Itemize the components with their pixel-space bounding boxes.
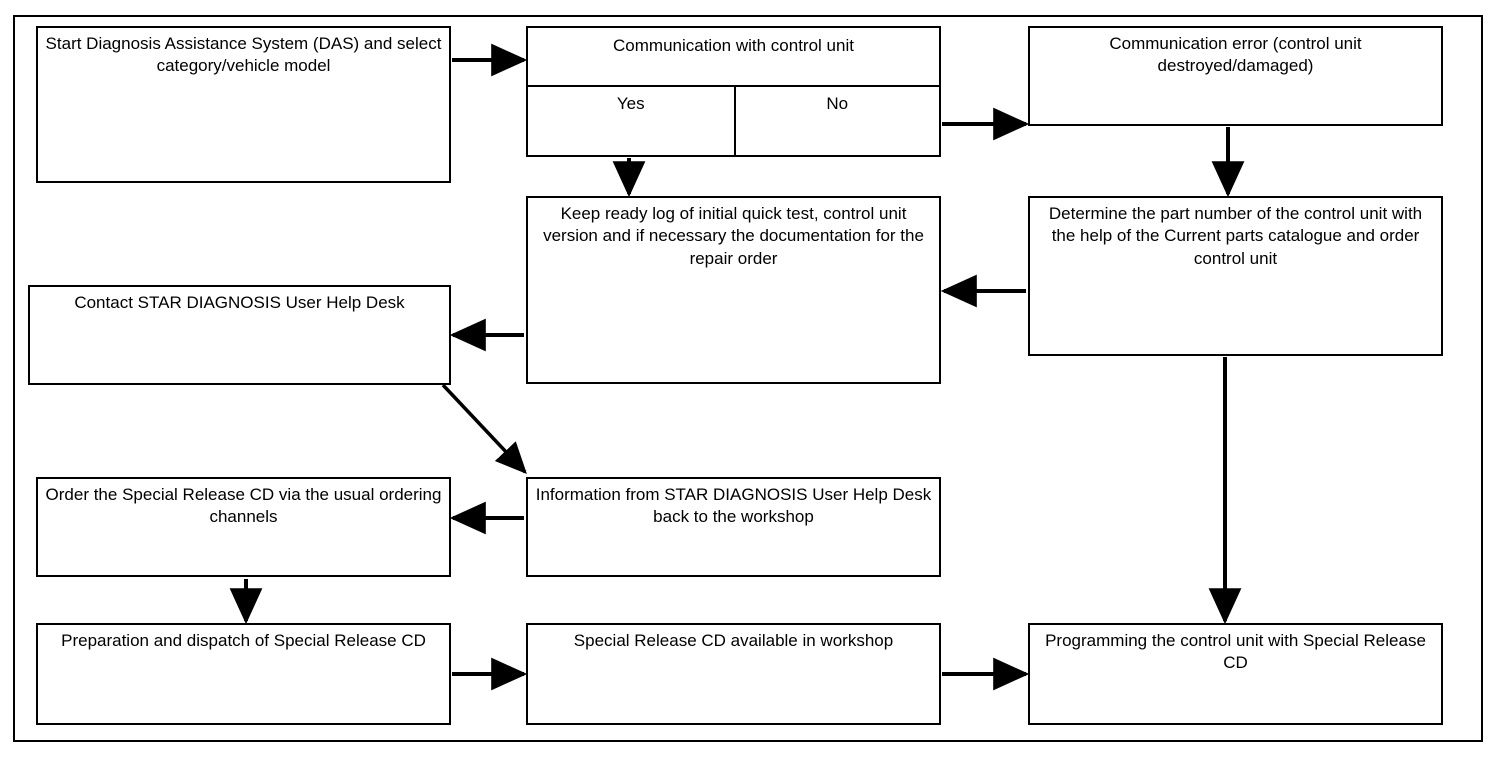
node-communication-error-label: Communication error (control unit destro… — [1109, 34, 1362, 76]
node-communication-error[interactable]: Communication error (control unit destro… — [1028, 26, 1443, 126]
node-contact-helpdesk-label: Contact STAR DIAGNOSIS User Help Desk — [74, 293, 405, 312]
node-contact-helpdesk[interactable]: Contact STAR DIAGNOSIS User Help Desk — [28, 285, 451, 385]
node-communication-label: Communication with control unit — [613, 36, 854, 55]
node-programming[interactable]: Programming the control unit with Specia… — [1028, 623, 1443, 725]
node-order-cd[interactable]: Order the Special Release CD via the usu… — [36, 477, 451, 577]
diagram-outer-frame — [13, 15, 1483, 742]
communication-option-no[interactable]: No — [733, 87, 940, 155]
node-cd-available-label: Special Release CD available in workshop — [573, 631, 894, 650]
node-cd-available[interactable]: Special Release CD available in workshop — [526, 623, 941, 725]
node-keep-ready-log-label: Keep ready log of initial quick test, co… — [543, 204, 924, 268]
node-start-label: Start Diagnosis Assistance System (DAS) … — [45, 34, 442, 76]
node-communication-decision[interactable]: Communication with control unit Yes No — [526, 26, 941, 157]
node-determine-part-number[interactable]: Determine the part number of the control… — [1028, 196, 1443, 356]
node-information-back-label: Information from STAR DIAGNOSIS User Hel… — [535, 485, 932, 527]
node-programming-label: Programming the control unit with Specia… — [1045, 631, 1426, 673]
node-determine-part-number-label: Determine the part number of the control… — [1048, 204, 1423, 268]
node-start[interactable]: Start Diagnosis Assistance System (DAS) … — [36, 26, 451, 183]
node-preparation-dispatch[interactable]: Preparation and dispatch of Special Rele… — [36, 623, 451, 725]
node-order-cd-label: Order the Special Release CD via the usu… — [45, 485, 442, 527]
node-preparation-dispatch-label: Preparation and dispatch of Special Rele… — [61, 631, 426, 650]
node-keep-ready-log[interactable]: Keep ready log of initial quick test, co… — [526, 196, 941, 384]
communication-options: Yes No — [528, 85, 939, 155]
node-information-back[interactable]: Information from STAR DIAGNOSIS User Hel… — [526, 477, 941, 577]
communication-option-yes[interactable]: Yes — [616, 94, 645, 113]
